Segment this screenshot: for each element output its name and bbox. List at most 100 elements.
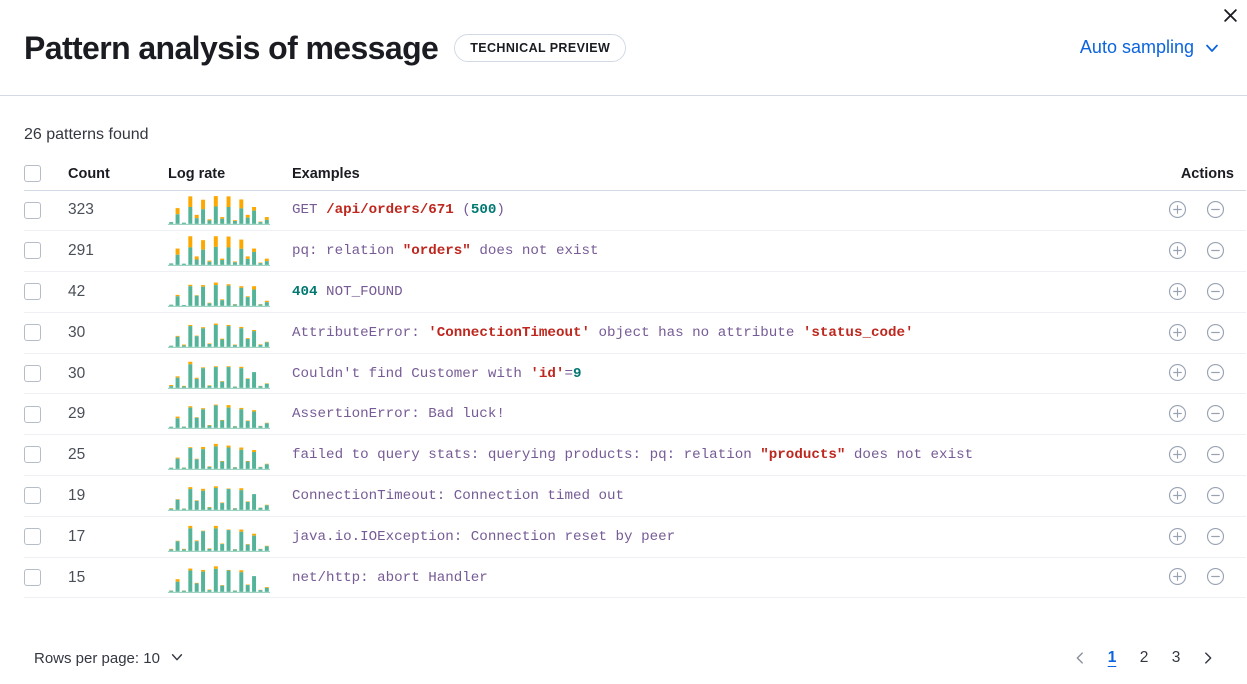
minus-in-circle-icon[interactable] [1202,319,1228,345]
minus-in-circle-icon[interactable] [1202,360,1228,386]
example-token: Couldn't find Customer with [292,365,531,382]
row-actions [1152,231,1246,272]
row-checkbox[interactable] [24,446,41,464]
table-row[interactable]: 25 failed to query stats: querying produc… [24,435,1246,476]
examples-header[interactable]: Examples [292,165,360,182]
example-token: ) [496,202,505,219]
minus-in-circle-icon[interactable] [1202,278,1228,304]
plus-in-circle-icon[interactable] [1164,319,1190,345]
patterns-found-count: 26 patterns found [24,126,149,143]
row-checkbox[interactable] [24,487,41,505]
row-count: 25 [68,446,86,464]
page-number-3[interactable]: 3 [1161,643,1191,673]
table-row[interactable]: 29 AssertionError: Bad luck! [24,394,1246,435]
minus-in-circle-icon[interactable] [1202,482,1228,508]
example-token: AssertionError: Bad luck! [292,406,505,423]
row-select-cell [24,516,68,557]
log-rate-sparkline [168,353,292,394]
minus-in-circle-icon[interactable] [1202,523,1228,549]
minus-in-circle-icon[interactable] [1202,401,1228,427]
log-rate-sparkline [168,231,292,272]
row-checkbox[interactable] [24,324,41,342]
example-token: object has no attribute [590,324,803,341]
row-select-cell [24,231,68,272]
example-token: pq: relation [292,243,403,260]
example-token: GET [292,202,327,219]
example-token: 'ConnectionTimeout' [428,324,590,341]
minus-in-circle-icon[interactable] [1202,441,1228,467]
example-token: java.io.IOException: Connection reset by… [292,528,676,545]
rows-per-page-button[interactable]: Rows per page: 10 [24,645,197,671]
table-header: Count Log rate Examples Actions [24,158,1246,190]
example-token: 'id' [530,365,565,382]
plus-in-circle-icon[interactable] [1164,197,1190,223]
count-header[interactable]: Count [68,165,110,182]
row-example: 404 NOT_FOUND [292,272,1152,313]
minus-in-circle-icon[interactable] [1202,564,1228,590]
close-icon[interactable] [1217,2,1243,28]
example-token: AttributeError: [292,324,429,341]
row-checkbox[interactable] [24,283,41,301]
example-token: 500 [470,202,497,219]
row-count: 29 [68,405,86,423]
table-row[interactable]: 15 net/http: abort Handler [24,557,1246,598]
log-rate-sparkline [168,476,292,517]
plus-in-circle-icon[interactable] [1164,441,1190,467]
row-checkbox[interactable] [24,242,41,260]
plus-in-circle-icon[interactable] [1164,482,1190,508]
row-checkbox[interactable] [24,364,41,382]
row-select-cell [24,190,68,231]
row-checkbox[interactable] [24,568,41,586]
row-select-cell [24,557,68,598]
row-actions [1152,394,1246,435]
row-count: 15 [68,568,86,586]
select-all-checkbox[interactable] [24,165,41,183]
example-token: does not exist [470,243,599,260]
technical-preview-badge: TECHNICAL PREVIEW [454,33,627,62]
row-checkbox[interactable] [24,528,41,546]
auto-sampling-button[interactable]: Auto sampling [1078,33,1223,62]
page-title: Pattern analysis of message [24,29,439,66]
row-select-cell [24,353,68,394]
plus-in-circle-icon[interactable] [1164,360,1190,386]
example-token: "orders" [402,243,471,260]
minus-in-circle-icon[interactable] [1202,237,1228,263]
chevron-down-icon [169,649,187,667]
row-actions [1152,516,1246,557]
example-token: failed to query stats: querying products… [292,447,761,464]
minus-in-circle-icon[interactable] [1202,197,1228,223]
log-rate-header[interactable]: Log rate [168,165,226,182]
row-checkbox[interactable] [24,201,41,219]
plus-in-circle-icon[interactable] [1164,523,1190,549]
page-number-2[interactable]: 2 [1129,643,1159,673]
row-actions [1152,353,1246,394]
rows-per-page-label: Rows per page: 10 [34,649,160,667]
next-page-button[interactable] [1193,643,1223,673]
row-example: java.io.IOException: Connection reset by… [292,516,1152,557]
page-number-1[interactable]: 1 [1097,643,1127,673]
plus-in-circle-icon[interactable] [1164,564,1190,590]
row-example: net/http: abort Handler [292,557,1152,598]
row-actions [1152,476,1246,517]
auto-sampling-label: Auto sampling [1079,37,1194,57]
row-select-cell [24,312,68,353]
plus-in-circle-icon[interactable] [1164,401,1190,427]
plus-in-circle-icon[interactable] [1164,278,1190,304]
example-token: net/http: abort Handler [292,569,488,586]
plus-in-circle-icon[interactable] [1164,237,1190,263]
log-rate-sparkline [168,557,292,598]
title-group: Pattern analysis of message TECHNICAL PR… [24,29,627,66]
row-checkbox[interactable] [24,405,41,423]
example-token: NOT_FOUND [317,283,403,300]
previous-page-button[interactable] [1065,643,1095,673]
